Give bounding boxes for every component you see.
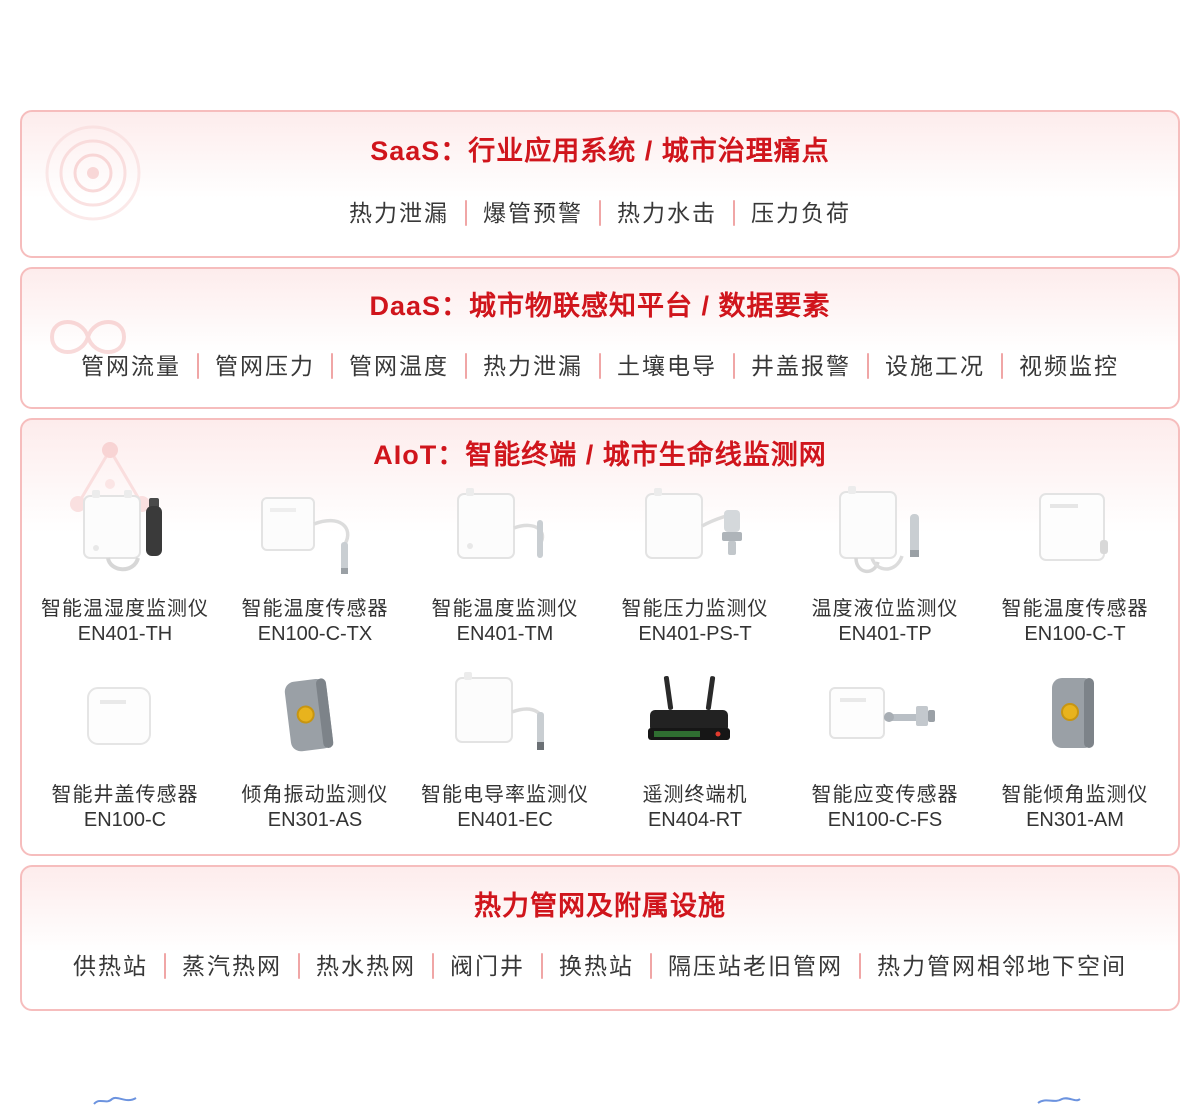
item-separator — [859, 953, 861, 979]
product-card: 智能温度传感器 EN100-C-TX — [220, 486, 410, 646]
daas-item: 视频监控 — [1019, 353, 1119, 379]
facility-item: 蒸汽热网 — [182, 953, 282, 979]
item-separator — [298, 953, 300, 979]
product-grid: 智能温湿度监测仪 EN401-TH 智能温度传感器 EN100-C-TX — [30, 486, 1170, 832]
product-name: 智能温湿度监测仪 — [41, 598, 209, 620]
product-name: 智能电导率监测仪 — [421, 784, 589, 806]
product-model: EN401-TP — [838, 623, 932, 645]
section-daas: DaaS：城市物联感知平台 / 数据要素 管网流量 管网压力 管网温度 热力泄漏… — [20, 267, 1180, 409]
item-separator — [733, 200, 735, 226]
item-separator — [432, 953, 434, 979]
saas-item: 热力泄漏 — [349, 200, 449, 226]
facility-item: 换热站 — [559, 953, 634, 979]
temp-sensor-tx-device-image — [220, 486, 410, 586]
product-name: 智能倾角监测仪 — [1001, 784, 1149, 806]
item-separator — [541, 953, 543, 979]
facility-item: 隔压站老旧管网 — [668, 953, 843, 979]
product-name: 智能应变传感器 — [811, 784, 959, 806]
item-separator — [733, 353, 735, 379]
product-model: EN100-C — [83, 809, 167, 831]
product-name: 遥测终端机 — [642, 784, 748, 806]
item-separator — [1001, 353, 1003, 379]
daas-item: 管网温度 — [349, 353, 449, 379]
product-name: 智能压力监测仪 — [621, 598, 769, 620]
telemetry-terminal-card: 遥测终端机 EN404-RT — [600, 672, 790, 832]
saas-item: 热力水击 — [617, 200, 717, 226]
section-aiot: AIoT：智能终端 / 城市生命线监测网 智能温湿度监测仪 EN401-TH — [20, 418, 1180, 856]
item-separator — [164, 953, 166, 979]
product-model: EN301-AM — [1026, 809, 1124, 831]
product-card: 智能温度监测仪 EN401-TM — [410, 486, 600, 646]
temp-humidity-monitor-device-image — [30, 486, 220, 586]
product-model: EN404-RT — [647, 809, 743, 831]
footer-logo-fragment — [1037, 1097, 1081, 1104]
facility-item: 热力管网相邻地下空间 — [877, 953, 1127, 979]
saas-title: SaaS：行业应用系统 / 城市治理痛点 — [370, 136, 830, 166]
pressure-monitor-card: 智能压力监测仪 EN401-PS-T — [600, 486, 790, 646]
product-model: EN301-AS — [267, 809, 363, 831]
product-name: 智能温度传感器 — [241, 598, 389, 620]
saas-items-row: 热力泄漏 爆管预警 热力水击 压力负荷 — [32, 198, 1168, 228]
product-name: 智能井盖传感器 — [51, 784, 199, 806]
saas-item: 爆管预警 — [483, 200, 583, 226]
saas-item: 压力负荷 — [751, 200, 851, 226]
item-separator — [465, 200, 467, 226]
telemetry-terminal-device-image — [600, 672, 790, 772]
product-model: EN100-C-FS — [827, 809, 943, 831]
product-name: 温度液位监测仪 — [811, 598, 959, 620]
product-model: EN100-C-TX — [257, 623, 373, 645]
item-separator — [867, 353, 869, 379]
facility-item: 供热站 — [73, 953, 148, 979]
item-separator — [197, 353, 199, 379]
facilities-items-row: 供热站 蒸汽热网 热水热网 阀门井 换热站 隔压站老旧管网 热力管网相邻地下空间 — [30, 951, 1170, 981]
manhole-sensor-card: 智能井盖传感器 EN100-C — [30, 672, 220, 832]
daas-item: 土壤电导 — [617, 353, 717, 379]
section-saas: SaaS：行业应用系统 / 城市治理痛点 热力泄漏 爆管预警 热力水击 压力负荷 — [20, 110, 1180, 258]
product-model: EN401-TM — [456, 623, 554, 645]
daas-item: 管网压力 — [215, 353, 315, 379]
strain-sensor-device-image — [790, 672, 980, 772]
product-model: EN401-PS-T — [638, 623, 752, 645]
item-separator — [599, 200, 601, 226]
daas-item: 井盖报警 — [751, 353, 851, 379]
tilt-vibration-monitor-card: 倾角振动监测仪 EN301-AS — [220, 672, 410, 832]
section-facilities: 热力管网及附属设施 供热站 蒸汽热网 热水热网 阀门井 换热站 隔压站老旧管网 … — [20, 865, 1180, 1011]
temp-sensor-t-device-image — [980, 486, 1170, 586]
strain-sensor-card: 智能应变传感器 EN100-C-FS — [790, 672, 980, 832]
product-model: EN401-TH — [77, 623, 173, 645]
item-separator — [599, 353, 601, 379]
facility-item: 热水热网 — [316, 953, 416, 979]
product-name: 智能温度监测仪 — [431, 598, 579, 620]
daas-items-row: 管网流量 管网压力 管网温度 热力泄漏 土壤电导 井盖报警 设施工况 视频监控 — [28, 351, 1172, 381]
temp-monitor-device-image — [410, 486, 600, 586]
item-separator — [331, 353, 333, 379]
product-card: 智能温湿度监测仪 EN401-TH — [30, 486, 220, 646]
pressure-monitor-device-image — [600, 486, 790, 586]
manhole-cover-sensor-device-image — [30, 672, 220, 772]
facilities-title: 热力管网及附属设施 — [474, 891, 726, 921]
product-name: 倾角振动监测仪 — [241, 784, 389, 806]
daas-item: 热力泄漏 — [483, 353, 583, 379]
conductivity-monitor-card: 智能电导率监测仪 EN401-EC — [410, 672, 600, 832]
daas-item: 设施工况 — [885, 353, 985, 379]
product-model: EN100-C-T — [1024, 623, 1126, 645]
daas-item: 管网流量 — [81, 353, 181, 379]
footer-logo-fragment — [93, 1097, 137, 1105]
section-stack: SaaS：行业应用系统 / 城市治理痛点 热力泄漏 爆管预警 热力水击 压力负荷… — [20, 110, 1180, 1011]
facility-item: 阀门井 — [450, 953, 525, 979]
item-separator — [650, 953, 652, 979]
tilt-monitor-card: 智能倾角监测仪 EN301-AM — [980, 672, 1170, 832]
product-model: EN401-EC — [457, 809, 553, 831]
item-separator — [465, 353, 467, 379]
temp-level-monitor-card: 温度液位监测仪 EN401-TP — [790, 486, 980, 646]
tilt-monitor-device-image — [980, 672, 1170, 772]
temp-sensor-t-card: 智能温度传感器 EN100-C-T — [980, 486, 1170, 646]
product-name: 智能温度传感器 — [1001, 598, 1149, 620]
temp-level-monitor-device-image — [790, 486, 980, 586]
tilt-vibration-monitor-device-image — [220, 672, 410, 772]
conductivity-monitor-device-image — [410, 672, 600, 772]
aiot-title: AIoT：智能终端 / 城市生命线监测网 — [373, 440, 827, 470]
daas-title: DaaS：城市物联感知平台 / 数据要素 — [369, 291, 831, 321]
